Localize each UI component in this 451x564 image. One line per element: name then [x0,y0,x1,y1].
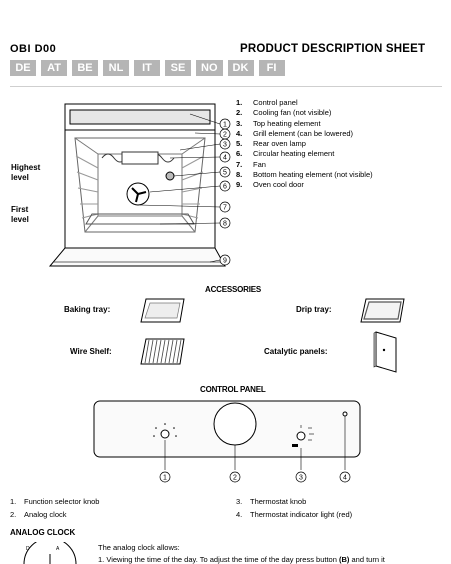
list-item: 3.Top heating element [236,118,321,128]
control-panel-legend-left: 1.Function selector knob 2.Analog clock [10,495,99,521]
wire-shelf-image [140,338,185,365]
language-tab-fi[interactable]: FI [258,60,285,76]
header-divider [10,86,442,87]
first-level-label: First level [11,205,29,224]
cp-callout-3: 3 [299,475,303,482]
control-panel-legend-right: 3.Thermostat knob 4.Thermostat indicator… [236,495,352,521]
catalytic-panels-label: Catalytic panels: [264,347,328,356]
catalytic-panel-image [373,331,397,373]
language-tab-de[interactable]: DE [10,60,36,76]
accessories-heading: ACCESSORIES [205,285,262,294]
control-panel-heading: CONTROL PANEL [200,385,266,394]
analog-clock-intro: The analog clock allows: [98,543,180,552]
drip-tray-image [360,298,405,323]
oven-diagram: 1 2 3 4 5 6 7 8 9 [48,103,231,267]
model-name: OBI D00 [10,43,57,55]
list-item: 6.Circular heating element [236,149,335,159]
list-item: 1.Control panel [236,98,298,107]
dial-label-a: A [56,546,60,552]
highest-level-label: Highest level [11,163,41,182]
language-tab-at[interactable]: AT [41,60,67,76]
baking-tray-label: Baking tray: [64,305,111,314]
fan-icon [126,182,150,206]
clock-dial-image: D A [23,542,77,564]
list-item: 2.Analog clock [10,510,67,519]
function-selector-knob [153,423,177,439]
rear-lamp-icon [165,171,175,181]
wire-shelf-label: Wire Shelf: [70,347,112,356]
oven-body [64,129,216,249]
drip-tray-label: Drip tray: [296,305,332,314]
analog-clock-heading: ANALOG CLOCK [10,528,76,537]
language-tab-no[interactable]: NO [196,60,223,76]
dial-label-d: D [26,546,30,552]
language-tab-nl[interactable]: NL [103,60,129,76]
callout-1: 1 [223,122,227,129]
callout-2: 2 [223,132,227,139]
language-tab-dk[interactable]: DK [227,60,254,76]
baking-tray-image [140,298,185,323]
callout-4: 4 [223,155,227,162]
language-tabs: DE AT BE NL IT SE NO DK FI [10,60,285,76]
oven-door [48,247,226,267]
callout-6: 6 [223,184,227,191]
language-tab-se[interactable]: SE [165,60,191,76]
list-item: 7.Fan [236,159,266,169]
list-item: 2.Cooling fan (not visible) [236,108,332,118]
control-panel-diagram: 1 2 3 4 [93,400,361,483]
cp-callout-1: 1 [163,475,167,482]
list-item: 1.Function selector knob [10,497,100,506]
list-item: 5.Rear oven lamp [236,139,306,149]
language-tab-it[interactable]: IT [134,60,160,76]
callout-7: 7 [223,205,227,212]
list-item: 8.Bottom heating element (not visible) [236,170,373,180]
list-item: 4.Grill element (can be lowered) [236,128,354,138]
parts-list: 1.Control panel 2.Cooling fan (not visib… [236,98,373,191]
callout-8: 8 [223,221,227,228]
sheet-title: PRODUCT DESCRIPTION SHEET [240,43,426,55]
list-item: 9.Oven cool door [236,180,304,190]
analog-clock-icon [213,402,257,446]
callout-5: 5 [223,170,227,177]
analog-clock-item-1: 1. Viewing the time of the day. To adjus… [98,555,385,564]
list-item: 4.Thermostat indicator light (red) [236,510,353,519]
thermostat-knob [292,425,314,447]
list-item: 3.Thermostat knob [236,497,307,506]
callout-9: 9 [223,258,227,265]
callout-3: 3 [223,142,227,149]
cp-callout-2: 2 [233,475,237,482]
language-tab-be[interactable]: BE [72,60,98,76]
thermostat-indicator-light [342,411,348,417]
cp-callout-4: 4 [343,475,347,482]
